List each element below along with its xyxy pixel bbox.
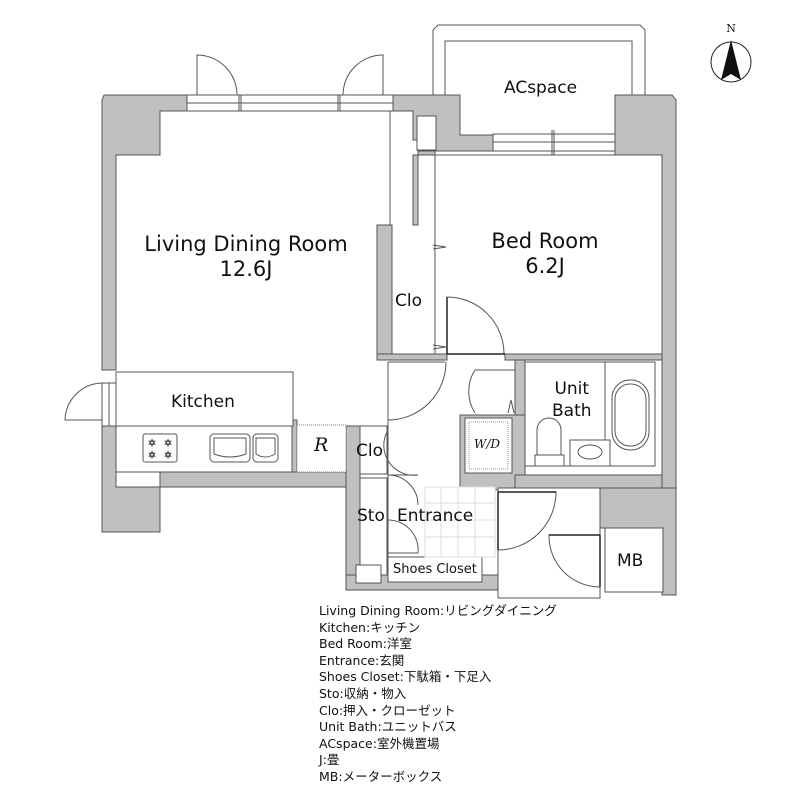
- bed-room-size: 6.2J: [525, 254, 565, 278]
- svg-text:✡: ✡: [148, 451, 156, 461]
- north-label: N: [726, 22, 736, 35]
- unit-bath-fixtures: [524, 361, 656, 467]
- legend-item: Bed Room:洋室: [319, 636, 412, 652]
- legend-item: Shoes Closet:下駄箱・下足入: [319, 669, 492, 685]
- storage-label: Sto: [357, 506, 385, 526]
- fridge-label: R: [314, 434, 329, 456]
- kitchen-door: [64, 382, 117, 427]
- balcony-doors: [196, 54, 384, 96]
- bed-room-label: Bed Room 6.2J: [470, 229, 620, 279]
- kitchen-area: [115, 371, 294, 473]
- legend-item: Clo:押入・クローゼット: [319, 702, 456, 718]
- acspace-outline: [432, 24, 646, 95]
- washer-dryer-label: W/D: [474, 437, 500, 451]
- acspace-label: ACspace: [504, 78, 578, 98]
- svg-text:✡: ✡: [164, 451, 172, 461]
- top-windows: [186, 94, 394, 112]
- entrance-tiles: [424, 486, 496, 558]
- legend-item: MB:メーターボックス: [319, 768, 443, 784]
- entrance-label: Entrance: [397, 506, 474, 526]
- legend-item: Living Dining Room:リビングダイニング: [319, 603, 557, 618]
- legend-item: Unit Bath:ユニットバス: [319, 719, 457, 735]
- closet-bedroom-label: Clo: [395, 291, 422, 311]
- unit-bath-label-line2: Bath: [552, 401, 592, 421]
- meter-box-label: MB: [617, 551, 644, 571]
- kitchen-label: Kitchen: [171, 392, 235, 412]
- unit-bath-label-line1: Unit: [554, 379, 590, 399]
- legend-item: J:畳: [319, 752, 340, 768]
- living-dining-room-name: Living Dining Room: [144, 232, 348, 256]
- legend-item: Kitchen:キッチン: [319, 619, 421, 635]
- living-dining-room-size: 12.6J: [219, 257, 273, 281]
- bed-window: [492, 130, 616, 155]
- bed-room-name: Bed Room: [491, 229, 599, 253]
- north-arrow-icon: [710, 40, 752, 83]
- living-dining-room-label: Living Dining Room 12.6J: [135, 232, 357, 282]
- legend-item: Sto:収納・物入: [319, 685, 407, 701]
- legend-item: Entrance:玄関: [319, 652, 405, 668]
- legend: Living Dining Room:リビングダイニング Kitchen:キッチ…: [319, 603, 557, 786]
- legend-item: ACspace:室外機置場: [319, 735, 440, 751]
- shoes-closet-label: Shoes Closet: [393, 562, 477, 577]
- unit-bath-label: Unit Bath: [552, 378, 592, 422]
- north-compass: N: [706, 22, 756, 86]
- stove-burners: ✡ ✡ ✡ ✡: [148, 439, 172, 462]
- fridge-space: [296, 424, 347, 473]
- bed-door: [446, 296, 505, 355]
- svg-text:✡: ✡: [148, 439, 156, 449]
- closet-entry-label: Clo: [356, 441, 383, 461]
- svg-text:✡: ✡: [164, 439, 172, 449]
